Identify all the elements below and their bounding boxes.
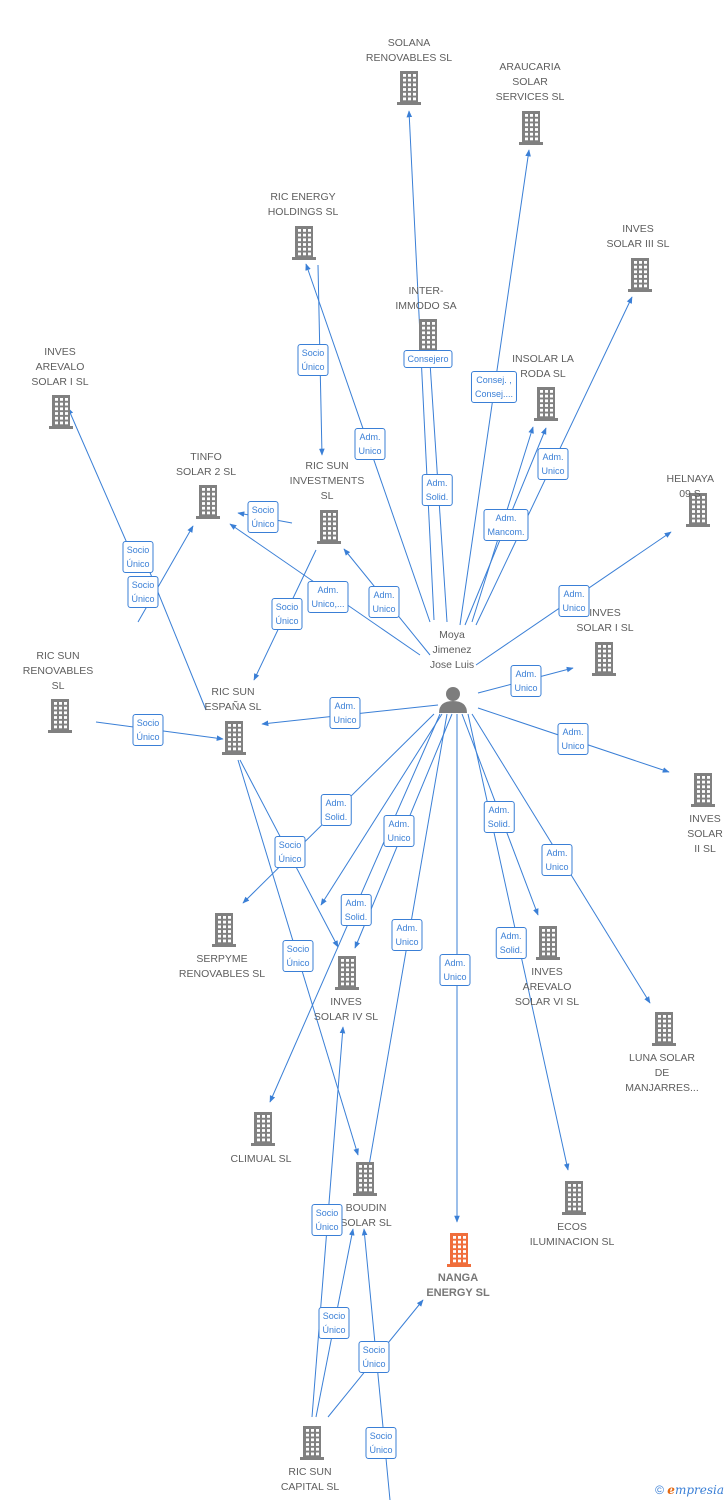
building-icon[interactable] xyxy=(536,926,560,960)
building-icon[interactable] xyxy=(519,111,543,145)
node-label-ric-sun-cap[interactable]: RIC SUN CAPITAL SL xyxy=(280,1466,340,1493)
relation-label: Socio Único xyxy=(122,541,154,573)
node-label-luna[interactable]: LUNA SOLAR DE MANJARRES... xyxy=(625,1052,699,1094)
node-label-inves-i[interactable]: INVES SOLAR I SL xyxy=(576,607,634,634)
relation-label: Socio Único xyxy=(311,1204,343,1236)
node-label-inves-arevalo-vi[interactable]: INVES AREVALO SOLAR VI SL xyxy=(514,966,580,1008)
brand-footer: © empresia xyxy=(655,1483,724,1497)
node-label-serpyme[interactable]: SERPYME RENOVABLES SL xyxy=(178,953,266,980)
node-label-inves-iii[interactable]: INVES SOLAR III SL xyxy=(606,223,670,250)
node-label-person[interactable]: Moya Jimenez Jose Luis xyxy=(429,629,475,671)
building-icon[interactable] xyxy=(251,1112,275,1146)
node-label-boudin[interactable]: BOUDIN SOLAR SL xyxy=(340,1202,392,1229)
relation-label: Socio Único xyxy=(318,1307,350,1339)
building-icon[interactable] xyxy=(222,721,246,755)
building-icon[interactable] xyxy=(48,699,72,733)
relation-label: Adm. Unico xyxy=(368,586,400,618)
relation-label: Adm. Unico xyxy=(354,428,386,460)
building-icon[interactable] xyxy=(628,258,652,292)
node-label-intermmodo[interactable]: INTER- IMMODO SA xyxy=(395,285,457,312)
relation-label: Adm. Unico xyxy=(329,697,361,729)
relation-label: Socio Único xyxy=(297,344,329,376)
node-label-inves-arevalo-i[interactable]: INVES AREVALO SOLAR I SL xyxy=(31,346,89,388)
brand-logo-initial: e xyxy=(667,1483,675,1497)
building-icon[interactable] xyxy=(686,493,710,527)
building-icon[interactable] xyxy=(592,642,616,676)
building-icon[interactable] xyxy=(562,1181,586,1215)
relation-label: Adm. Unico xyxy=(537,448,569,480)
node-label-ric-sun-inv[interactable]: RIC SUN INVESTMENTS SL xyxy=(289,460,365,502)
relation-label: Adm. Solid. xyxy=(483,801,515,833)
relation-label: Adm. Solid. xyxy=(320,794,352,826)
building-icon[interactable] xyxy=(652,1012,676,1046)
relation-label: Socio Único xyxy=(247,501,279,533)
building-icon[interactable] xyxy=(534,387,558,421)
relation-label: Adm. Unico xyxy=(391,919,423,951)
relation-label: Consejero xyxy=(403,350,453,368)
building-icon[interactable] xyxy=(353,1162,377,1196)
relation-label: Adm. Unico xyxy=(383,815,415,847)
node-label-ric-sun-esp[interactable]: RIC SUN ESPAÑA SL xyxy=(204,686,262,713)
relation-label: Adm. Unico xyxy=(439,954,471,986)
relation-label: Adm. Unico xyxy=(541,844,573,876)
node-label-climual[interactable]: CLIMUAL SL xyxy=(230,1153,292,1165)
relation-label: Socio Único xyxy=(282,940,314,972)
relation-label: Adm. Unico xyxy=(558,585,590,617)
building-icon[interactable] xyxy=(317,510,341,544)
relation-label: Consej. , Consej.... xyxy=(470,371,518,403)
node-label-tinfo[interactable]: TINFO SOLAR 2 SL xyxy=(175,451,237,478)
building-icon[interactable] xyxy=(335,956,359,990)
node-label-inves-iv[interactable]: INVES SOLAR IV SL xyxy=(313,996,379,1023)
building-icon[interactable] xyxy=(196,485,220,519)
building-icon[interactable] xyxy=(49,395,73,429)
relation-edge xyxy=(139,547,207,711)
relation-label: Adm. Unico,... xyxy=(307,581,349,613)
relation-label: Socio Único xyxy=(358,1341,390,1373)
building-icon[interactable] xyxy=(447,1233,471,1267)
node-label-solana[interactable]: SOLANA RENOVABLES SL xyxy=(365,37,453,64)
node-label-ric-sun-ren[interactable]: RIC SUN RENOVABLES SL xyxy=(22,650,94,692)
building-icon[interactable] xyxy=(416,319,440,353)
node-label-araucaria[interactable]: ARAUCARIA SOLAR SERVICES SL xyxy=(495,61,565,103)
brand-logo-text: mpresia xyxy=(674,1483,724,1497)
person-icon[interactable] xyxy=(439,687,467,713)
copyright-symbol: © xyxy=(655,1483,664,1497)
relation-label: Adm. Solid. xyxy=(495,927,527,959)
building-icon[interactable] xyxy=(397,71,421,105)
relation-edge xyxy=(67,407,131,551)
relation-label: Socio Único xyxy=(132,714,164,746)
relation-label: Socio Único xyxy=(274,836,306,868)
relation-label: Socio Único xyxy=(271,598,303,630)
node-label-ric-energy[interactable]: RIC ENERGY HOLDINGS SL xyxy=(267,191,339,218)
relation-label: Adm. Solid. xyxy=(340,894,372,926)
relation-label: Adm. Mancom. xyxy=(483,509,529,541)
node-label-nanga[interactable]: NANGA ENERGY SL xyxy=(426,1272,490,1299)
relation-label: Adm. Unico xyxy=(510,665,542,697)
relation-label: Socio Único xyxy=(127,576,159,608)
node-label-inves-ii[interactable]: INVES SOLAR II SL xyxy=(687,813,723,855)
relation-edge xyxy=(320,713,443,906)
relation-label: Adm. Solid. xyxy=(421,474,453,506)
building-icon[interactable] xyxy=(212,913,236,947)
building-icon[interactable] xyxy=(300,1426,324,1460)
relation-label: Socio Único xyxy=(365,1427,397,1459)
building-icon[interactable] xyxy=(292,226,316,260)
building-icon[interactable] xyxy=(691,773,715,807)
node-label-insolar[interactable]: INSOLAR LA RODA SL xyxy=(512,353,574,380)
relation-label: Adm. Unico xyxy=(557,723,589,755)
node-label-helnaya[interactable]: HELNAYA 09 S xyxy=(666,473,715,500)
node-label-ecos[interactable]: ECOS ILUMINACION SL xyxy=(529,1221,615,1248)
